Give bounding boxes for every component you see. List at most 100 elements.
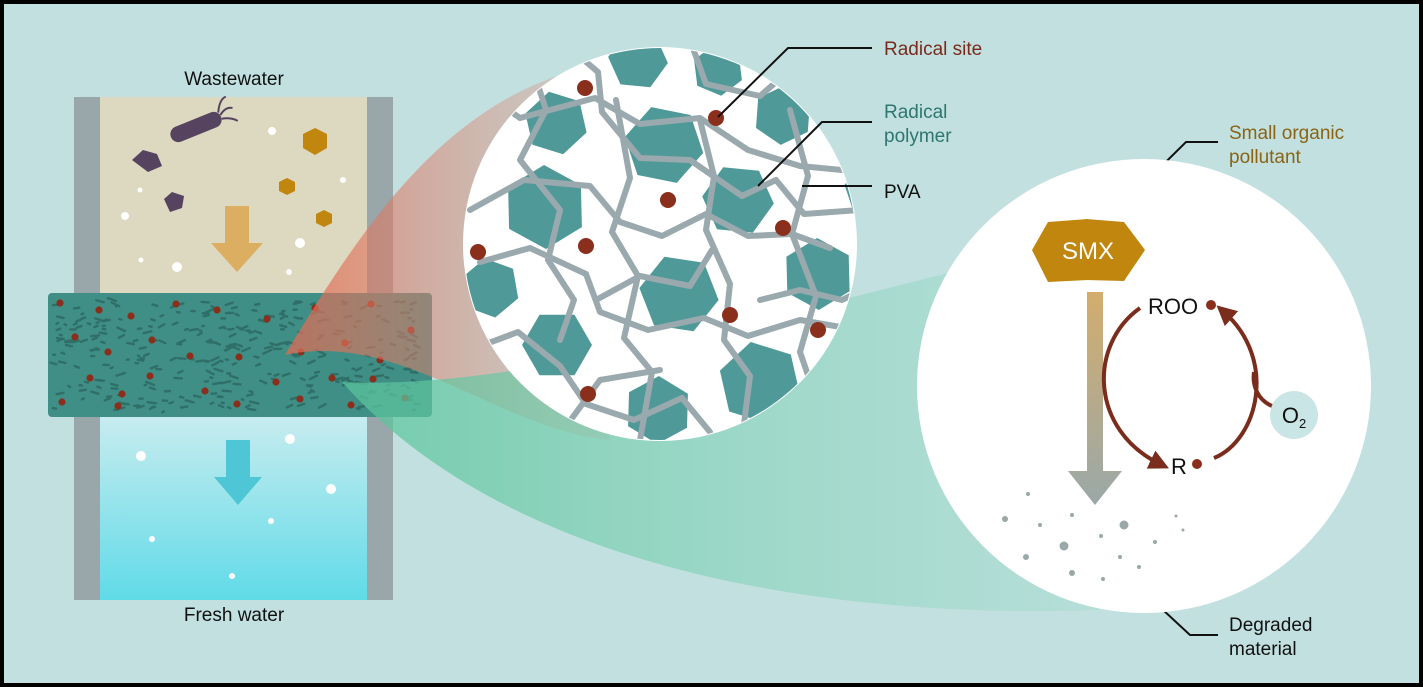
membrane-fiber — [205, 369, 215, 376]
membrane-fiber — [106, 296, 118, 303]
pva-chain — [593, 247, 715, 303]
membrane-fiber — [49, 361, 58, 366]
membrane-fiber — [334, 380, 340, 384]
membrane-fiber — [95, 299, 105, 304]
polymer-hexagon — [608, 48, 668, 88]
membrane-fiber — [254, 362, 262, 367]
membrane-fiber — [139, 357, 146, 360]
membrane-fiber — [184, 399, 195, 404]
membrane-fiber — [80, 397, 86, 401]
pollutant-hexagon-icon — [279, 178, 295, 195]
membrane-fiber — [279, 316, 285, 320]
membrane-fiber — [136, 327, 143, 331]
membrane-fiber — [244, 404, 251, 409]
membrane-fiber — [296, 402, 306, 408]
water-bubbles — [121, 127, 346, 579]
radical-site-dot — [272, 378, 280, 386]
membrane-fiber — [198, 329, 203, 333]
wastewater-label: Wastewater — [184, 69, 284, 90]
membrane-fiber — [245, 393, 254, 397]
membrane-fiber — [344, 358, 350, 362]
membrane-fiber — [210, 356, 220, 362]
membrane-fiber — [89, 334, 101, 338]
radical-site-dot — [104, 348, 112, 356]
membrane-fiber — [231, 362, 238, 366]
membrane-fiber — [177, 357, 187, 360]
particle-icon — [164, 192, 184, 212]
radical-site-dot — [296, 395, 304, 403]
membrane-fiber — [209, 401, 215, 405]
membrane-fiber — [94, 378, 106, 382]
membrane-fiber — [146, 400, 158, 405]
membrane-fiber — [241, 346, 251, 353]
membrane-fiber — [121, 371, 127, 375]
radical-site-dot — [148, 336, 156, 344]
membrane-fiber — [63, 323, 68, 327]
membrane-fiber — [136, 354, 141, 358]
membrane-fiber — [91, 336, 99, 341]
membrane-fiber — [64, 343, 74, 348]
membrane-fiber — [210, 340, 222, 346]
membrane-fiber — [176, 369, 184, 375]
membrane-fiber — [293, 316, 299, 320]
radical-polymer-label-line2: polymer — [884, 126, 952, 147]
membrane-fiber — [288, 321, 295, 327]
membrane-fiber — [109, 382, 119, 387]
radical-site-dot — [86, 374, 94, 382]
membrane-fiber — [55, 321, 60, 325]
membrane-fiber — [188, 327, 200, 332]
membrane-fiber — [69, 328, 77, 331]
membrane-fiber — [55, 336, 61, 340]
pollutant-hexagon-icon — [303, 128, 327, 155]
membrane-fiber — [225, 345, 236, 348]
radical-site-dot — [660, 192, 676, 208]
cycle-arrow-left-icon — [1101, 306, 1169, 469]
membrane-fiber — [110, 387, 119, 390]
membrane-fiber — [258, 379, 268, 385]
membrane-fiber — [235, 325, 245, 331]
membrane-fiber — [310, 396, 319, 400]
membrane-fiber — [221, 389, 232, 393]
membrane-fiber — [115, 406, 126, 411]
membrane-fiber — [248, 400, 260, 405]
radical-site-dot — [810, 322, 826, 338]
membrane-fiber — [176, 342, 183, 346]
membrane-fiber — [224, 358, 230, 362]
pva-chain — [467, 177, 833, 251]
pva-chain — [697, 117, 753, 440]
membrane-fiber — [230, 305, 239, 310]
zoom-beam-green — [342, 265, 1100, 612]
membrane-fiber — [409, 370, 417, 374]
membrane-fiber — [313, 370, 321, 374]
membrane-fiber — [309, 301, 316, 306]
membrane-fiber — [192, 394, 202, 399]
membrane-fiber — [211, 381, 223, 386]
membrane-fiber — [102, 363, 110, 367]
membrane-fiber — [136, 358, 145, 362]
radical-site-dot — [577, 80, 593, 96]
membrane-fiber — [133, 404, 140, 408]
membrane-fiber — [226, 372, 232, 375]
radical-site-dot — [127, 312, 135, 320]
degradation-arrow-icon — [1068, 292, 1122, 505]
membrane-fiber — [179, 405, 189, 409]
radical-site-dot — [369, 375, 377, 383]
membrane-fiber — [269, 342, 278, 347]
roo-label: ROO — [1148, 294, 1198, 319]
radical-site-dot — [186, 352, 194, 360]
o2-bubble — [1270, 391, 1318, 439]
membrane-fiber — [51, 407, 58, 410]
membrane-fiber — [66, 384, 72, 389]
membrane-fiber — [168, 400, 175, 405]
membrane-fiber — [317, 402, 327, 409]
membrane-fiber — [279, 328, 286, 331]
fresh-water-label: Fresh water — [184, 605, 285, 626]
membrane-fiber — [171, 321, 179, 326]
radical-site-dot — [56, 299, 64, 307]
membrane-fiber — [224, 311, 235, 315]
membrane-fiber — [125, 341, 136, 346]
membrane-fiber — [277, 341, 289, 346]
membrane-fiber — [157, 323, 166, 329]
membrane-fiber — [380, 362, 386, 367]
membrane-fiber — [354, 374, 363, 378]
